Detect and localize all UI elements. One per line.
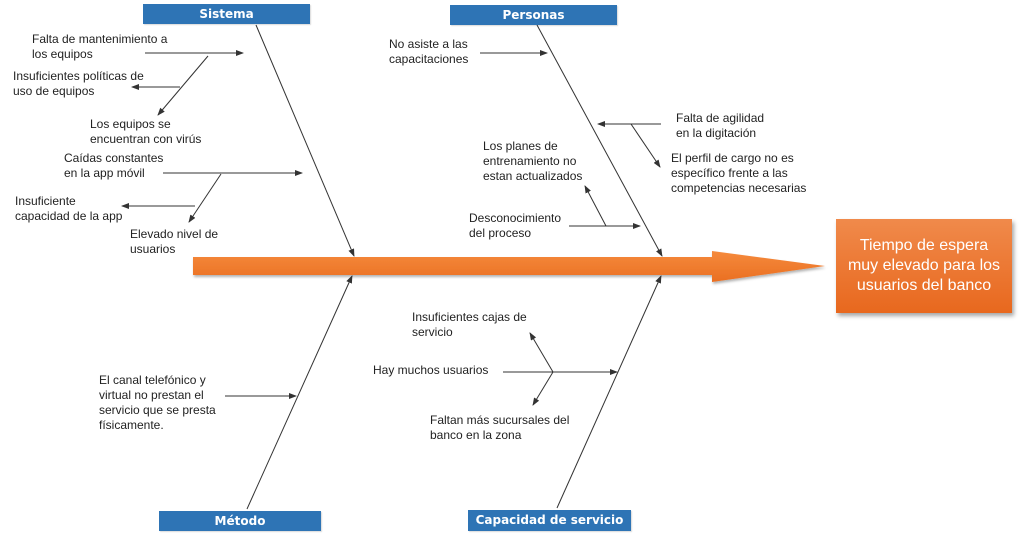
cause-label: Falta de mantenimiento a los equipos — [32, 32, 168, 61]
cause-label: El perfil de cargo no es específico fren… — [671, 151, 807, 195]
branch-elevado-nivel — [188, 173, 222, 223]
cause-label: Insuficiente capacidad de la app — [15, 194, 123, 223]
branch-cajas — [529, 332, 554, 373]
category-personas: Personas — [450, 5, 617, 25]
bone-capacidad — [556, 275, 662, 509]
cause-label: Los equipos se encuentran con virús — [90, 117, 202, 146]
cause-label: Desconocimiento del proceso — [469, 211, 562, 240]
effect-text: Tiempo de espera muy elevado para los us… — [847, 237, 1001, 294]
branch-planes — [584, 185, 607, 227]
branch-virus — [157, 55, 209, 116]
cause-label: Caídas constantes en la app móvil — [64, 151, 164, 180]
branch-sucursales — [532, 371, 554, 406]
cause-label: El canal telefónico y virtual no prestan… — [99, 373, 216, 432]
spine-arrow — [193, 251, 825, 282]
cause-label: Los planes de entrenamiento no estan act… — [483, 139, 583, 183]
cause-label: Falta de agilidad en la digitación — [676, 111, 765, 140]
cause-label: Hay muchos usuarios — [373, 363, 489, 377]
effect-box: Tiempo de espera muy elevado para los us… — [836, 219, 1012, 313]
bone-personas — [536, 24, 663, 257]
bone-sistema — [255, 24, 355, 257]
cause-label: Insuficientes políticas de uso de equipo… — [13, 69, 144, 98]
cause-label: No asiste a las capacitaciones — [389, 37, 469, 66]
category-metodo: Método — [159, 511, 321, 531]
category-capacidad: Capacidad de servicio — [468, 510, 631, 531]
bone-metodo — [246, 275, 353, 510]
cause-label: Elevado nivel de usuarios — [130, 227, 219, 256]
branch-perfil-cargo — [630, 123, 661, 168]
category-sistema: Sistema — [143, 4, 310, 24]
cause-label: Faltan más sucursales del banco en la zo… — [430, 413, 570, 442]
cause-label: Insuficientes cajas de servicio — [412, 310, 527, 339]
